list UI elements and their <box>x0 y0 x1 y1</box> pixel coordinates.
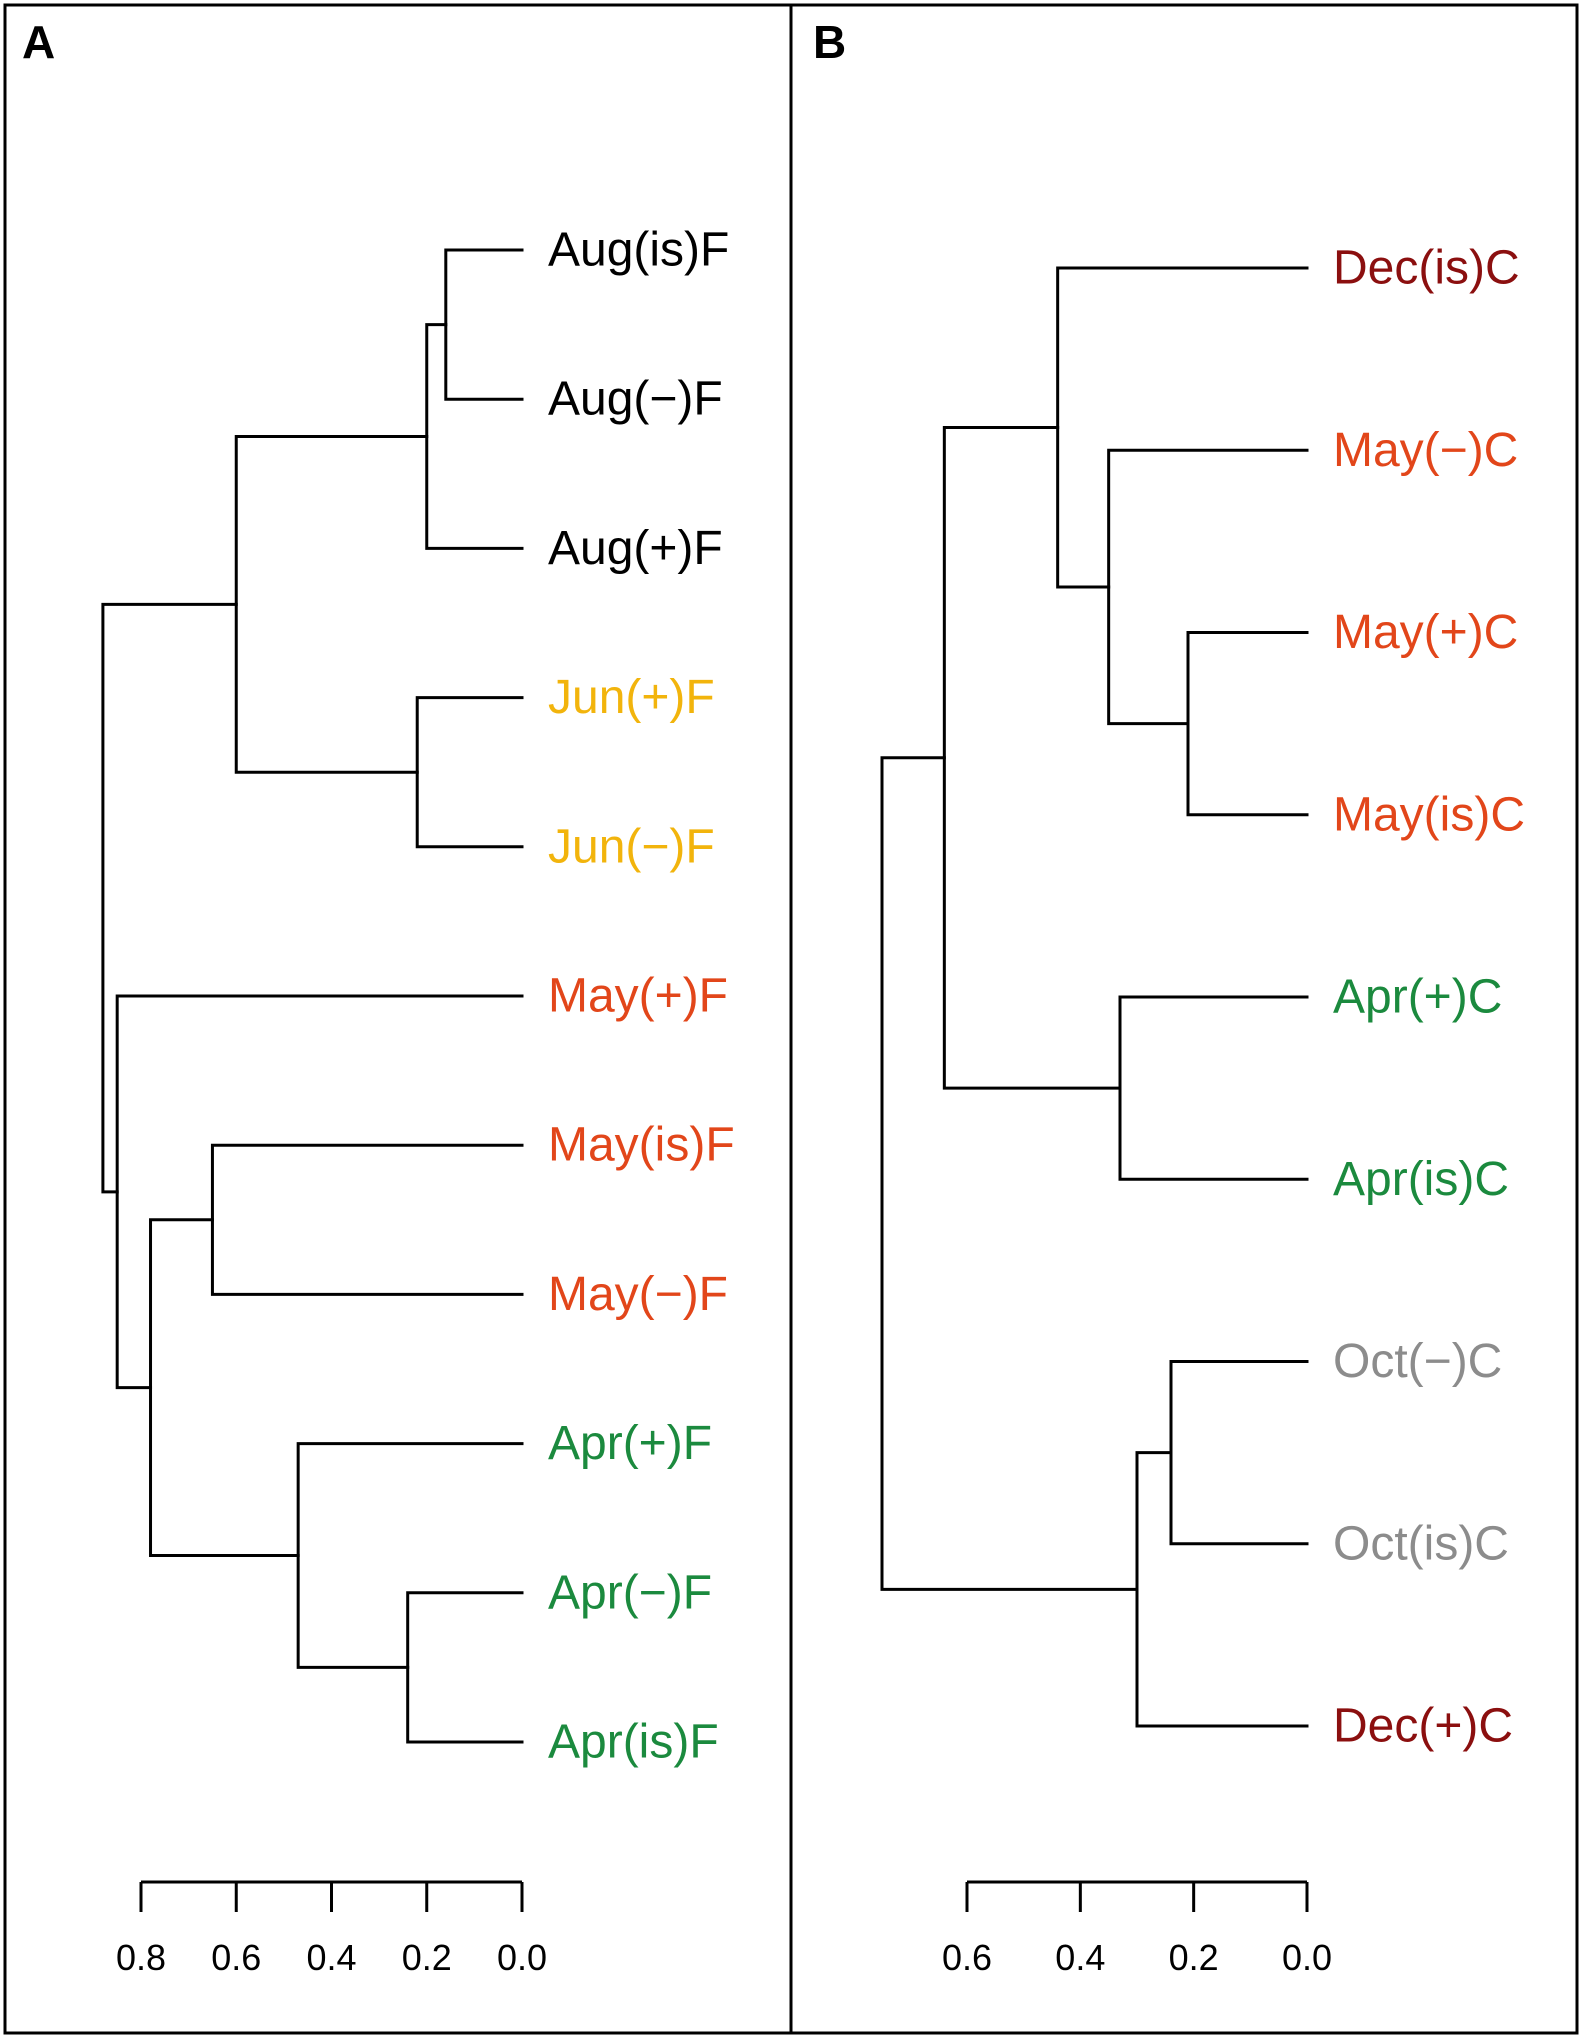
x-tick-label-a-4: 0.0 <box>497 1937 547 1978</box>
leaf-label-a-5: May(+)F <box>548 970 728 1023</box>
x-tick-label-b-2: 0.2 <box>1169 1937 1219 1978</box>
x-tick-label-b-3: 0.0 <box>1282 1937 1332 1978</box>
leaf-label-b-4: Apr(+)C <box>1333 971 1502 1024</box>
leaf-label-b-6: Oct(−)C <box>1333 1335 1502 1388</box>
leaf-label-b-0: Dec(is)C <box>1333 242 1520 295</box>
branch-b-6 <box>1135 1451 1309 1728</box>
leaf-label-b-7: Oct(is)C <box>1333 1517 1509 1570</box>
x-tick-label-a-1: 0.6 <box>211 1937 261 1978</box>
branch-b-7 <box>880 756 1139 1591</box>
branch-b-0 <box>1186 631 1309 817</box>
leaf-label-b-3: May(is)C <box>1333 788 1525 841</box>
x-tick-label-a-2: 0.4 <box>306 1937 356 1978</box>
branch-b-3 <box>1118 995 1309 1181</box>
leaf-label-a-7: May(−)F <box>548 1268 728 1321</box>
branch-a-4 <box>210 1143 524 1296</box>
branch-a-6 <box>296 1442 524 1669</box>
branch-b-5 <box>1169 1360 1309 1546</box>
leaf-label-b-8: Dec(+)C <box>1333 1700 1513 1753</box>
branch-a-3 <box>234 435 429 774</box>
panel-a-letter: A <box>22 16 55 68</box>
x-tick-label-b-1: 0.4 <box>1055 1937 1105 1978</box>
panel-b-frame <box>789 3 1579 2035</box>
leaf-label-a-3: Jun(+)F <box>548 671 715 724</box>
panel-a-dendrogram: Aug(is)F Aug(−)F Aug(+)F Jun(+)F Jun(−)F May(… <box>101 224 735 1978</box>
branch-a-8 <box>115 994 524 1390</box>
leaf-label-b-1: May(−)C <box>1333 424 1518 477</box>
leaf-label-a-2: Aug(+)F <box>548 522 723 575</box>
leaf-label-b-2: May(+)C <box>1333 606 1518 659</box>
branch-a-5 <box>406 1591 524 1744</box>
leaf-label-a-4: Jun(−)F <box>548 820 715 873</box>
branch-a-1 <box>425 323 524 550</box>
panel-b-dendrogram: Dec(is)C May(−)C May(+)C May(is)C Apr(+)C Apr… <box>880 242 1525 1978</box>
leaf-label-a-0: Aug(is)F <box>548 224 729 277</box>
branch-a-0 <box>444 248 524 401</box>
leaf-label-a-1: Aug(−)F <box>548 373 723 426</box>
leaf-label-a-9: Apr(−)F <box>548 1566 712 1619</box>
panel-b-letter: B <box>813 16 846 68</box>
branch-a-2 <box>415 696 524 849</box>
x-tick-label-b-0: 0.6 <box>942 1937 992 1978</box>
branch-b-2 <box>1056 266 1309 589</box>
x-tick-label-a-0: 0.8 <box>116 1937 166 1978</box>
leaf-label-a-10: Apr(is)F <box>548 1716 719 1769</box>
leaf-label-a-6: May(is)F <box>548 1119 735 1172</box>
leaf-label-a-8: Apr(+)F <box>548 1417 712 1470</box>
branch-a-9 <box>101 602 238 1194</box>
branch-a-7 <box>149 1218 300 1557</box>
x-tick-label-a-3: 0.2 <box>402 1937 452 1978</box>
branch-b-1 <box>1107 448 1309 726</box>
branch-b-4 <box>942 425 1122 1090</box>
leaf-label-b-5: Apr(is)C <box>1333 1153 1509 1206</box>
